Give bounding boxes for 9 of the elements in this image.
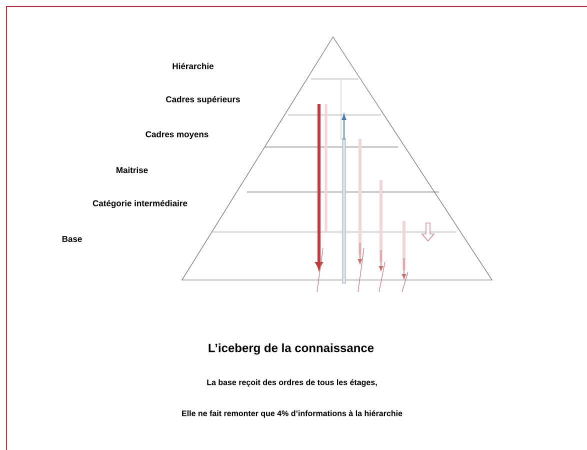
level-label: Hiérarchie <box>172 62 214 70</box>
caption-line: La base reçoit des ordres de tous les étages, <box>207 379 377 387</box>
title: L’iceberg de la connaissance <box>208 343 374 355</box>
level-label: Base <box>62 236 82 242</box>
level-label: Cadres supérieurs <box>166 96 240 104</box>
level-label: Cadres moyens <box>146 131 208 139</box>
level-label: Maitrise <box>116 166 148 174</box>
caption-line: Elle ne fait remonter que 4% d’informations à la hiérarchie <box>182 410 402 418</box>
level-label: Catégorie intermédiaire <box>92 200 188 208</box>
